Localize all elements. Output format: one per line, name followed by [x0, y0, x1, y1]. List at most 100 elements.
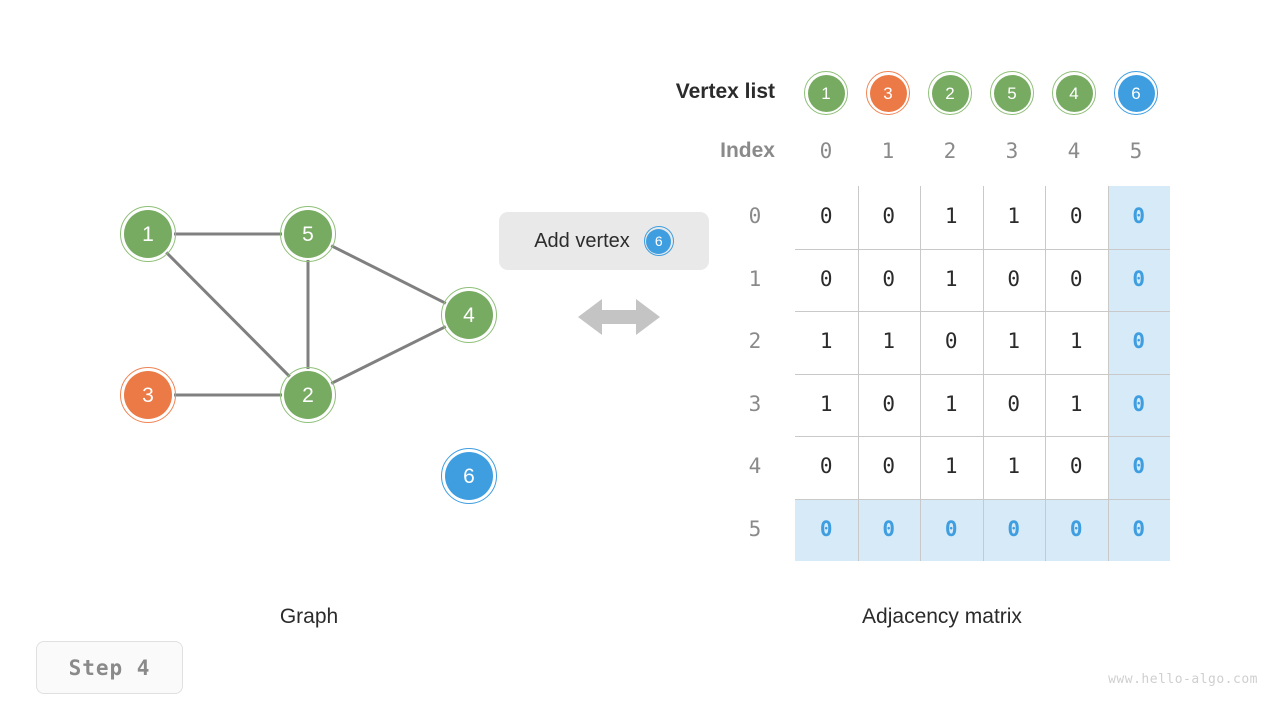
- node-ring: [120, 367, 176, 423]
- graph-node-1[interactable]: 1: [120, 206, 176, 262]
- graph-node-6[interactable]: 6: [441, 448, 497, 504]
- vertex-chip-label: 3: [883, 83, 893, 103]
- matrix-cell-4-1: 0: [882, 454, 896, 479]
- graph-edge: [165, 251, 291, 378]
- matrix-hline: [795, 436, 1170, 437]
- matrix-cell-4-0: 0: [819, 454, 833, 479]
- step-badge: Step 4: [36, 641, 183, 694]
- graph-node-4[interactable]: 4: [441, 287, 497, 343]
- index-number-1: 1: [881, 139, 895, 163]
- index-number-2: 2: [943, 139, 957, 163]
- matrix-cell-5-1: 0: [882, 516, 896, 541]
- matrix-cell-1-1: 0: [882, 266, 896, 291]
- matrix-row-label-0: 0: [748, 204, 762, 229]
- vertex-chip-ring: [866, 71, 910, 115]
- add-vertex-chip: 6: [643, 226, 674, 256]
- vertex-chip-4[interactable]: 4: [1052, 71, 1096, 115]
- node-label: 6: [463, 464, 475, 488]
- matrix-row-label-3: 3: [748, 391, 762, 416]
- matrix-cell-4-5: 0: [1132, 454, 1146, 479]
- vertex-chip-5[interactable]: 5: [990, 71, 1034, 115]
- matrix-hline: [795, 248, 1170, 250]
- matrix-cell-4-4: 0: [1069, 454, 1083, 479]
- matrix-row-label-1: 1: [748, 266, 762, 291]
- matrix-hline: [795, 373, 1170, 375]
- matrix-cell-5-2: 0: [944, 516, 958, 541]
- add-vertex-operation[interactable]: Add vertex 6: [499, 212, 709, 270]
- node-label: 4: [463, 303, 475, 327]
- vertex-chip-3[interactable]: 3: [866, 71, 910, 115]
- matrix-cell-2-3: 1: [1007, 329, 1021, 354]
- matrix-cell-1-3: 0: [1007, 266, 1021, 291]
- matrix-row-label-5: 5: [748, 516, 762, 541]
- graph-edge: [330, 244, 447, 305]
- matrix-cell-5-0: 0: [819, 516, 833, 541]
- graph-edge: [330, 325, 447, 385]
- matrix-cell-0-4: 0: [1069, 204, 1083, 229]
- matrix-cell-2-0: 1: [819, 329, 833, 354]
- vertex-chip-ring: [1052, 71, 1096, 115]
- chip-label: 6: [654, 233, 663, 249]
- vertex-chip-6[interactable]: 6: [1114, 71, 1158, 115]
- graph-node-3[interactable]: 3: [120, 367, 176, 423]
- matrix-hline: [795, 311, 1170, 312]
- vertex-chip-ring: [928, 71, 972, 115]
- matrix-cell-5-4: 0: [1069, 516, 1083, 541]
- matrix-cell-3-3: 0: [1007, 391, 1021, 416]
- graph-node-2[interactable]: 2: [280, 367, 336, 423]
- matrix-cell-0-2: 1: [944, 204, 958, 229]
- vertex-chip-ring: [1114, 71, 1158, 115]
- vertex-chip-ring: [804, 71, 848, 115]
- matrix-cell-5-3: 0: [1007, 516, 1021, 541]
- node-ring: [280, 367, 336, 423]
- node-label: 3: [142, 383, 154, 407]
- index-number-0: 0: [819, 139, 833, 163]
- matrix-cell-1-5: 0: [1132, 266, 1146, 291]
- matrix-cell-1-2: 1: [944, 266, 958, 291]
- graph-caption: Graph: [279, 605, 339, 628]
- matrix-cell-2-4: 1: [1069, 329, 1083, 354]
- matrix-cell-3-2: 1: [944, 391, 958, 416]
- chip-ring: [643, 226, 674, 256]
- node-label: 1: [142, 222, 154, 246]
- matrix-cell-1-4: 0: [1069, 266, 1083, 291]
- watermark: www.hello-algo.com: [1108, 672, 1258, 687]
- vertex-chip-ring: [990, 71, 1034, 115]
- matrix-cell-5-5: 0: [1132, 516, 1146, 541]
- vertex-chip-2[interactable]: 2: [928, 71, 972, 115]
- node-label: 2: [302, 383, 314, 407]
- matrix-cell-3-0: 1: [819, 391, 833, 416]
- matrix-cell-4-2: 1: [944, 454, 958, 479]
- matrix-row-label-2: 2: [748, 329, 762, 354]
- index-number-3: 3: [1005, 139, 1019, 163]
- index-title: Index: [720, 139, 775, 162]
- double-arrow-horizontal-icon: [578, 299, 660, 335]
- matrix-hline: [795, 498, 1170, 500]
- graph-node-5[interactable]: 5: [280, 206, 336, 262]
- matrix-cell-2-2: 0: [944, 329, 958, 354]
- matrix-cell-0-3: 1: [1007, 204, 1021, 229]
- node-ring: [441, 448, 497, 504]
- matrix-cell-3-5: 0: [1132, 391, 1146, 416]
- node-ring: [441, 287, 497, 343]
- matrix-cell-0-5: 0: [1132, 204, 1146, 229]
- matrix-cell-3-4: 1: [1069, 391, 1083, 416]
- vertex-chip-1[interactable]: 1: [804, 71, 848, 115]
- vertex-chip-label: 6: [1131, 83, 1141, 103]
- vertex-chip-label: 4: [1069, 83, 1079, 103]
- matrix-cell-0-1: 0: [882, 204, 896, 229]
- node-ring: [280, 206, 336, 262]
- add-vertex-label: Add vertex: [534, 229, 630, 252]
- matrix-cell-3-1: 0: [882, 391, 896, 416]
- node-label: 5: [302, 222, 314, 246]
- matrix-cell-4-3: 1: [1007, 454, 1021, 479]
- matrix-cell-1-0: 0: [819, 266, 833, 291]
- matrix-cell-0-0: 0: [819, 204, 833, 229]
- matrix-caption: Adjacency matrix: [862, 605, 1022, 628]
- index-number-4: 4: [1067, 139, 1081, 163]
- vertex-chip-label: 5: [1007, 83, 1017, 103]
- vertex-chip-label: 2: [945, 83, 955, 103]
- vertex-list-title: Vertex list: [675, 80, 775, 103]
- matrix-row-label-4: 4: [748, 454, 762, 479]
